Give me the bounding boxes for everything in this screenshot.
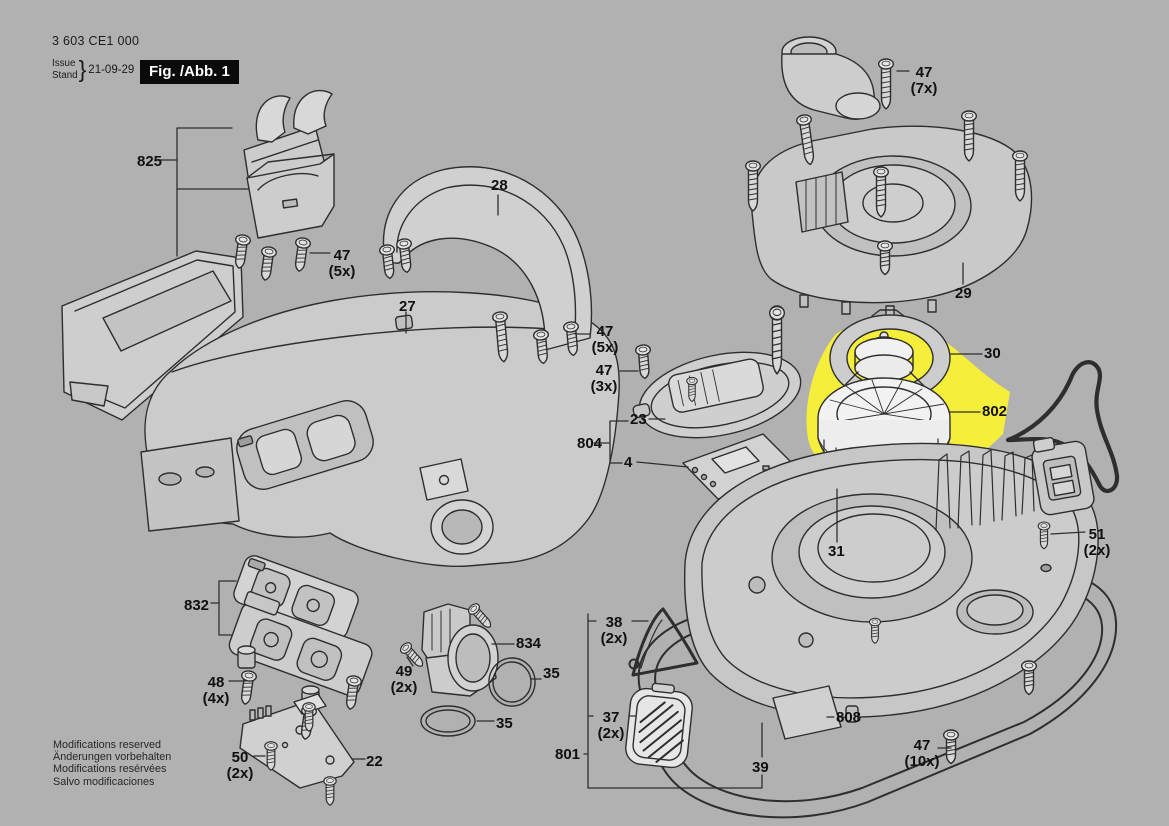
screw-hole	[1040, 563, 1052, 573]
part-label-825: 825	[137, 153, 163, 170]
part-label-48-4x: 48(4x)	[202, 674, 230, 707]
issue-date: 21-09-29	[88, 63, 135, 76]
part-35-o-ring-upright	[488, 657, 536, 707]
part-825-holder	[246, 153, 335, 239]
part-825-cover-flap	[61, 250, 244, 421]
part-label-39: 39	[752, 759, 769, 776]
figure-caption: Fig. /Abb. 1	[140, 60, 239, 84]
part-808-label-sticker	[772, 685, 842, 740]
part-label-47-3x: 47(3x)	[590, 362, 618, 395]
part-label-50-2x: 50(2x)	[226, 749, 254, 782]
note-line-de: Änderungen vorbehalten	[53, 751, 172, 764]
note-line-en: Modifications reserved	[53, 739, 162, 751]
part-27-top-housing	[140, 291, 620, 568]
part-832-control-panels	[228, 555, 373, 709]
brace-glyph: }	[78, 56, 87, 82]
issue-label: Issue	[52, 58, 76, 70]
part-label-834: 834	[516, 635, 542, 652]
part-label-804: 804	[577, 435, 603, 452]
part-label-49-2x: 49(2x)	[390, 663, 418, 696]
stand-label: Stand	[52, 69, 78, 81]
leader-lines	[159, 70, 1086, 789]
part-834-elbow	[421, 603, 499, 697]
part-label-37-2x: 37(2x)	[597, 709, 625, 742]
part-label-47-7x: 47(7x)	[910, 64, 938, 97]
part-22-pcb	[239, 693, 355, 789]
note-line-fr: Modifications resérvées	[53, 763, 167, 776]
part-28-handle	[382, 166, 593, 351]
modification-notes: Modifications reserved Änderungen vorbeh…	[53, 739, 171, 788]
part-23-cover	[632, 351, 802, 439]
part-29-motor-housing	[750, 36, 1033, 319]
part-35-o-ring-flat	[420, 705, 476, 737]
part-label-51-2x: 51(2x)	[1083, 526, 1111, 559]
part-label-28: 28	[491, 177, 508, 194]
part-label-808: 808	[836, 709, 862, 726]
type-number: 3 603 CE1 000	[52, 34, 140, 48]
part-label-30: 30	[984, 345, 1001, 362]
part-label-29: 29	[955, 285, 972, 302]
part-38-wire-clip	[628, 607, 699, 677]
part-label-38-2x: 38(2x)	[600, 614, 628, 647]
part-label-47-5x-b: 47(5x)	[591, 323, 619, 356]
part-motor-base-shell	[683, 442, 1099, 740]
part-label-35-b: 35	[496, 715, 513, 732]
part-latch-plate	[1031, 436, 1095, 516]
part-label-35-a: 35	[543, 665, 560, 682]
part-label-22: 22	[366, 753, 383, 770]
issue-block: Issue Stand } 21-09-29	[52, 56, 134, 83]
part-label-23: 23	[630, 411, 647, 428]
part-label-801: 801	[555, 746, 581, 763]
part-label-31: 31	[828, 543, 845, 560]
part-label-4: 4	[624, 454, 633, 471]
part-label-47-5x-a: 47(5x)	[328, 247, 356, 280]
part-label-802: 802	[982, 403, 1008, 420]
part-label-832: 832	[184, 597, 210, 614]
part-label-27: 27	[399, 298, 416, 315]
part-37-grille	[625, 682, 693, 769]
note-line-es: Salvo modificaciones	[53, 775, 155, 788]
part-label-47-10x: 47(10x)	[904, 737, 940, 770]
